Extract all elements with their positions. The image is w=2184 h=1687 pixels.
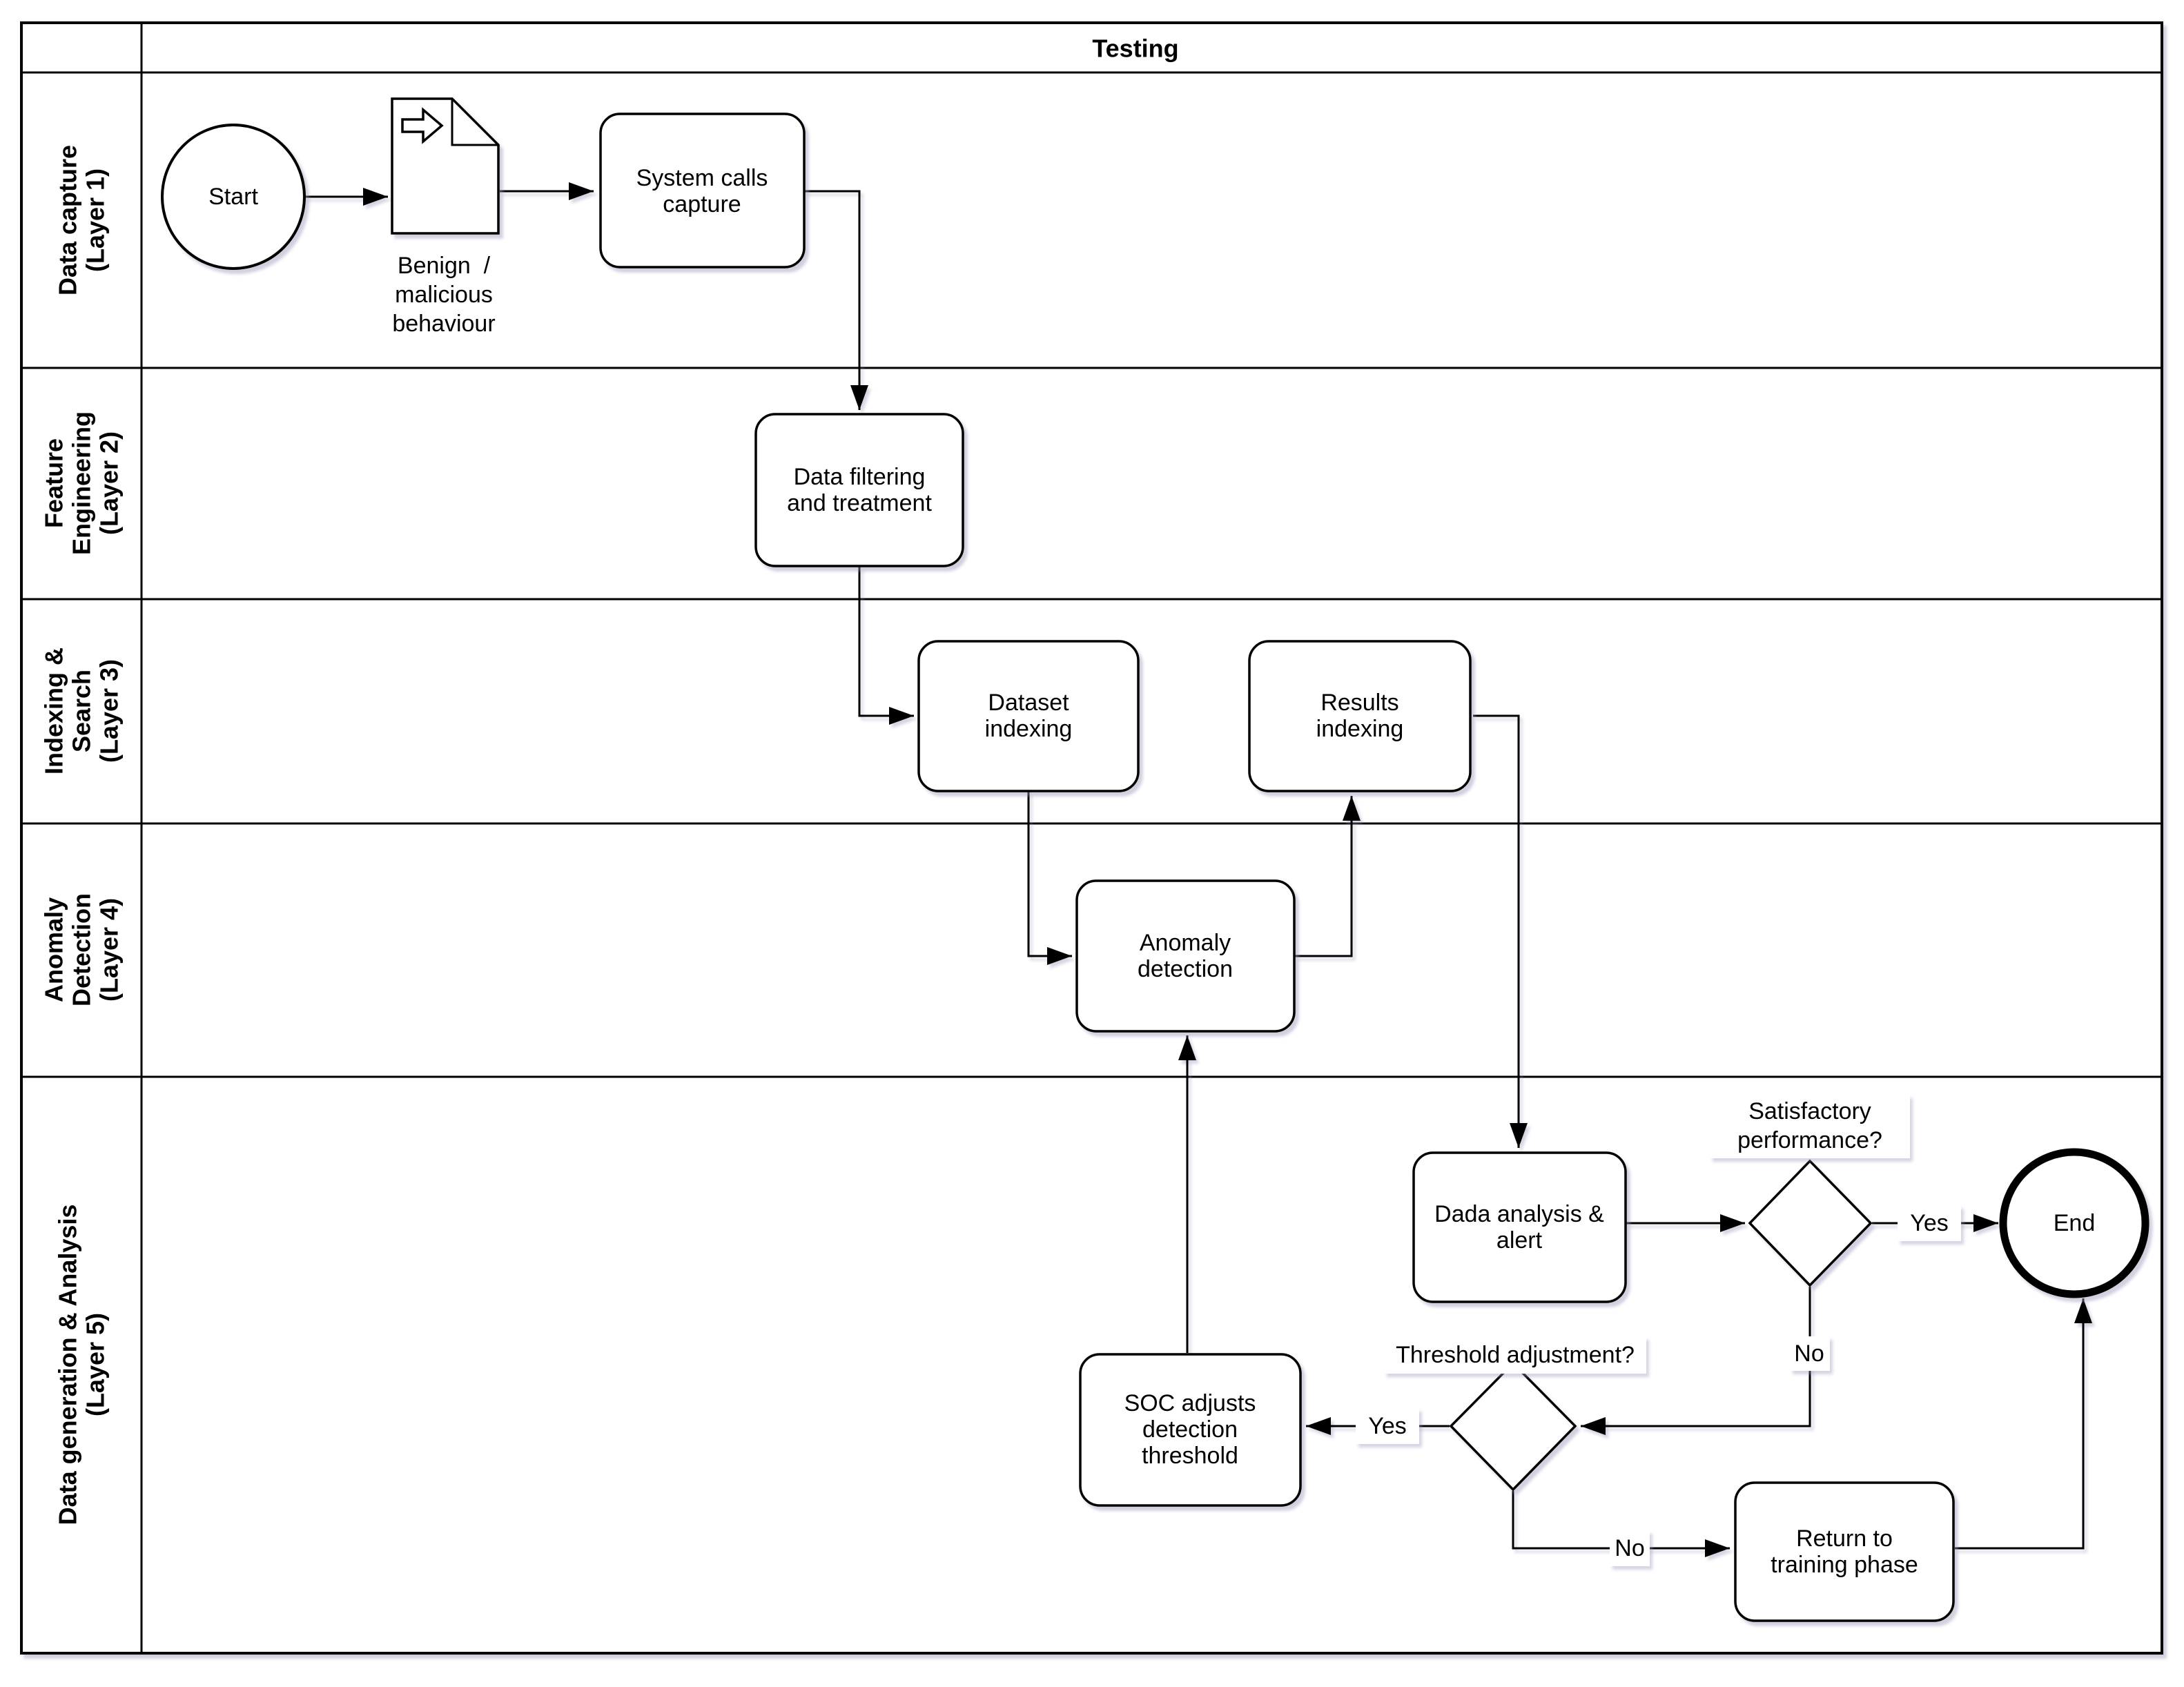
lane-label-feature-layer: (Layer 2): [95, 431, 124, 535]
flow-edges: [304, 182, 2092, 1557]
flow-nodes: Start Benign / malicious behaviour Syste…: [161, 97, 2149, 1622]
return-training-label-line2: training phase: [1771, 1552, 1918, 1578]
anomaly-detection-node[interactable]: [1075, 879, 1296, 1033]
lane-label-anomaly-layer: (Layer 4): [95, 898, 124, 1002]
data-filtering-label-line2: and treatment: [787, 490, 932, 516]
edge-satisfactory-no-to-threshold-gateway[interactable]: [1581, 1287, 1811, 1435]
dataset-indexing-label-line1: Dataset: [988, 690, 1069, 716]
document-label-line3: behaviour: [392, 311, 495, 337]
results-indexing-node[interactable]: [1248, 640, 1472, 792]
return-training-node[interactable]: [1734, 1481, 1955, 1622]
dada-analysis-node[interactable]: [1412, 1151, 1627, 1303]
threshold-yes-label: Yes: [1368, 1413, 1406, 1439]
edge-anomaly-detection-to-results-indexing[interactable]: [1295, 796, 1361, 957]
satisfactory-gateway-label-line2: performance?: [1737, 1127, 1882, 1153]
lane-label-data-capture: Data capture: [54, 145, 82, 295]
behaviour-document-shape[interactable]: [391, 97, 500, 235]
lane-label-indexing-layer: (Layer 3): [95, 659, 124, 763]
dada-analysis-label-line1: Dada analysis &: [1434, 1201, 1604, 1227]
lane-label-feature: Feature: [40, 438, 68, 528]
lane-label-search: Search: [68, 670, 96, 752]
lane-labels: Data capture (Layer 1) Feature Engineeri…: [40, 145, 124, 1525]
edge-system-calls-to-data-filtering[interactable]: [805, 190, 868, 410]
end-event-label: End: [2054, 1210, 2096, 1236]
soc-adjusts-node[interactable]: [1079, 1353, 1302, 1507]
soc-adjusts-label-line3: threshold: [1142, 1443, 1238, 1469]
start-event[interactable]: [161, 124, 306, 270]
dataset-indexing-label-line2: indexing: [985, 716, 1073, 742]
lane-label-data-capture-layer: (Layer 1): [81, 168, 110, 272]
document-label-line2: malicious: [395, 282, 493, 308]
system-calls-capture-node[interactable]: [599, 113, 806, 269]
threshold-no-label: No: [1615, 1535, 1644, 1561]
satisfactory-performance-gateway[interactable]: [1748, 1159, 1873, 1287]
lane-label-anomaly: Anomaly: [40, 897, 68, 1002]
edge-dataset-indexing-to-anomaly-detection[interactable]: [1027, 792, 1072, 965]
document-folded-corner: [451, 99, 498, 146]
threshold-adjustment-gateway[interactable]: [1449, 1361, 1577, 1492]
dada-analysis-label-line2: alert: [1496, 1227, 1543, 1254]
data-filtering-node[interactable]: [754, 413, 964, 567]
system-calls-capture-label-line1: System calls: [636, 165, 768, 191]
lane-label-detection: Detection: [68, 893, 96, 1006]
lane-label-data-generation: Data generation & Analysis: [54, 1205, 82, 1525]
satisfactory-yes-label: Yes: [1910, 1210, 1948, 1236]
satisfactory-gateway-label-line1: Satisfactory: [1748, 1098, 1871, 1124]
end-event[interactable]: [1999, 1148, 2149, 1298]
document-label-line1: Benign /: [398, 253, 491, 279]
threshold-no-label-bg: [1610, 1530, 1650, 1566]
lane-label-data-generation-layer: (Layer 5): [81, 1313, 110, 1416]
edge-return-training-to-end[interactable]: [1955, 1298, 2092, 1550]
satisfactory-yes-label-bg: [1898, 1205, 1961, 1241]
threshold-gateway-label-bg: [1384, 1336, 1646, 1374]
pool-title: Testing: [1092, 35, 1178, 63]
threshold-gateway-label: Threshold adjustment?: [1396, 1342, 1635, 1368]
satisfactory-gateway-label-bg: [1710, 1095, 1910, 1158]
soc-adjusts-label-line2: detection: [1142, 1416, 1238, 1443]
threshold-yes-label-bg: [1356, 1408, 1419, 1444]
anomaly-detection-label-line2: detection: [1138, 956, 1233, 982]
lane-label-indexing: Indexing &: [40, 647, 68, 774]
satisfactory-no-label-bg: [1790, 1336, 1830, 1371]
anomaly-detection-label-line1: Anomaly: [1140, 930, 1231, 956]
system-calls-capture-label-line2: capture: [663, 191, 741, 217]
soc-adjusts-label-line1: SOC adjusts: [1124, 1390, 1256, 1416]
edge-labels: Satisfactory performance? Threshold adju…: [1356, 1095, 1961, 1566]
results-indexing-label-line1: Results: [1320, 690, 1398, 716]
dataset-indexing-node[interactable]: [917, 640, 1140, 792]
results-indexing-label-line2: indexing: [1316, 716, 1404, 742]
data-filtering-label-line1: Data filtering: [794, 464, 926, 490]
document-arrow-icon: [401, 107, 444, 144]
edge-results-indexing-to-dada-analysis[interactable]: [1473, 714, 1528, 1148]
return-training-label-line1: Return to: [1796, 1525, 1893, 1552]
edge-threshold-no-to-return-training[interactable]: [1512, 1491, 1730, 1557]
start-event-label: Start: [208, 184, 258, 210]
lane-label-feature-engineering: Engineering: [68, 411, 96, 555]
edge-data-filtering-to-dataset-indexing[interactable]: [858, 567, 914, 725]
satisfactory-no-label: No: [1794, 1340, 1824, 1367]
